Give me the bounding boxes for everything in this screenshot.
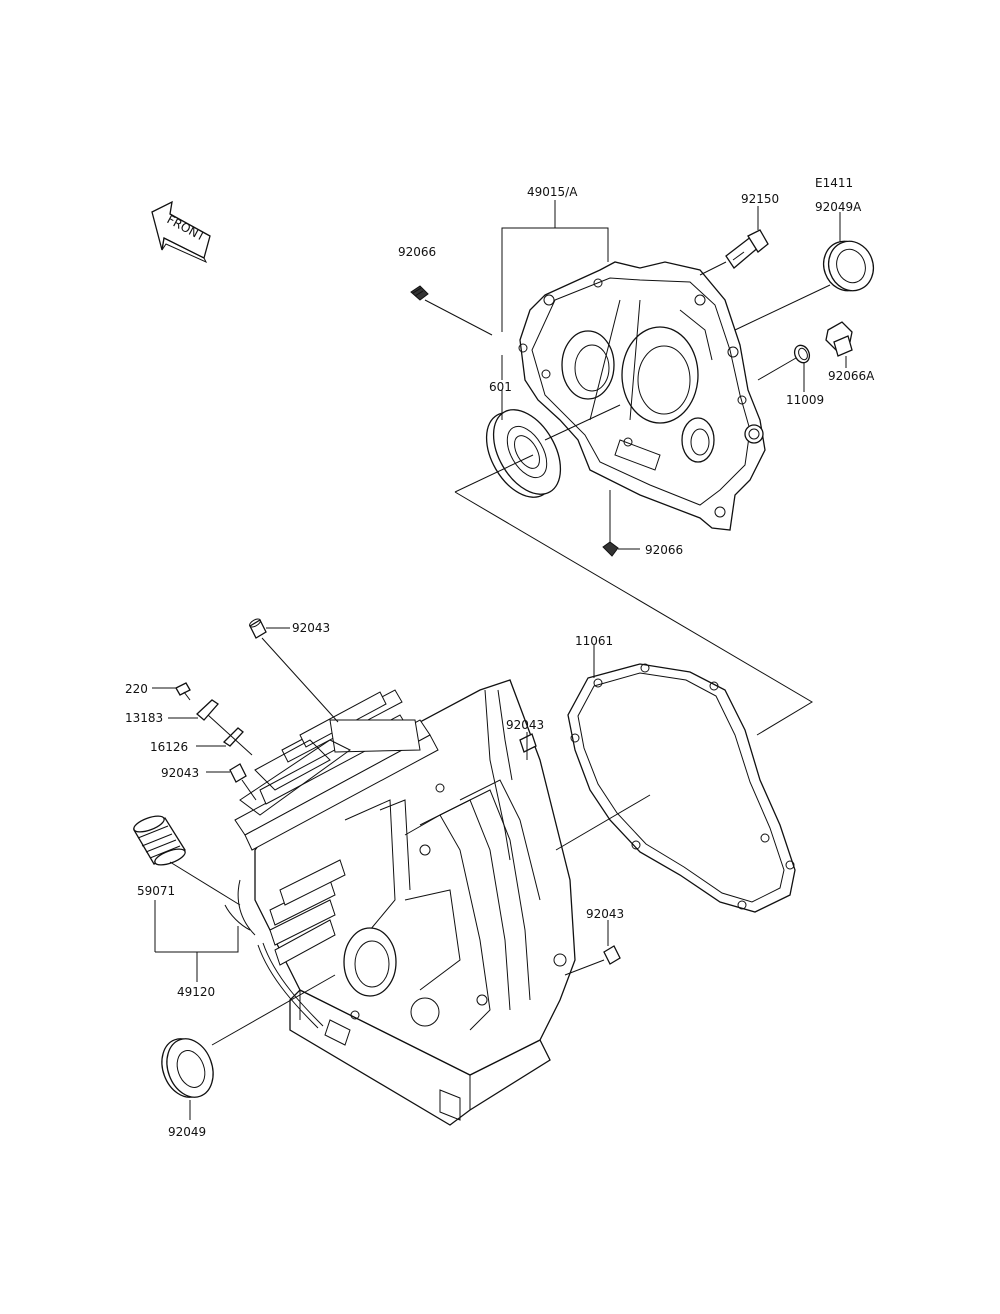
dowel-92043-right: [603, 945, 621, 965]
part-labels: 49015/A 92150 92049A 92066 92066A 11009 …: [125, 185, 875, 1139]
bolt-92150: [725, 229, 769, 269]
label-11061: 11061: [575, 634, 613, 648]
plug-92066-top: [410, 285, 429, 301]
label-59071: 59071: [137, 884, 175, 898]
label-92066-bottom: 92066: [645, 543, 683, 557]
diagram-code: E1411: [815, 176, 853, 190]
label-49015A: 49015/A: [527, 185, 578, 199]
dowel-92043-left: [229, 763, 247, 783]
gasket-16126: [222, 727, 244, 747]
plug-92066-bottom: [602, 541, 619, 557]
label-92049A: 92049A: [815, 200, 862, 214]
bearing-601: [485, 409, 562, 498]
gasket-11061: [567, 663, 796, 913]
label-92043-mid: 92043: [506, 718, 544, 732]
bellows-59071: [133, 815, 186, 866]
leader-lines: [152, 200, 847, 1120]
oil-seal-92049A: [822, 240, 875, 292]
label-92066A: 92066A: [828, 369, 875, 383]
screw-220: [175, 682, 191, 701]
dowel-92043-top: [249, 618, 267, 639]
crankcase-cover: [518, 261, 766, 531]
label-92066-top: 92066: [398, 245, 436, 259]
label-49120: 49120: [177, 985, 215, 999]
oil-seal-92049: [161, 1038, 214, 1098]
plug-92066A: [825, 321, 853, 357]
plate-13183: [196, 699, 219, 721]
label-92150: 92150: [741, 192, 779, 206]
front-arrow-icon: FRONT: [151, 200, 211, 264]
o-ring-11009: [793, 344, 811, 364]
label-11009: 11009: [786, 393, 824, 407]
label-220: 220: [125, 682, 148, 696]
label-16126: 16126: [150, 740, 188, 754]
label-92043-top: 92043: [292, 621, 330, 635]
label-92043-right: 92043: [586, 907, 624, 921]
label-601: 601: [489, 380, 512, 394]
crankcase: [224, 679, 576, 1126]
dowel-92043-mid: [519, 733, 537, 753]
label-92049: 92049: [168, 1125, 206, 1139]
label-92043-left: 92043: [161, 766, 199, 780]
label-13183: 13183: [125, 711, 163, 725]
